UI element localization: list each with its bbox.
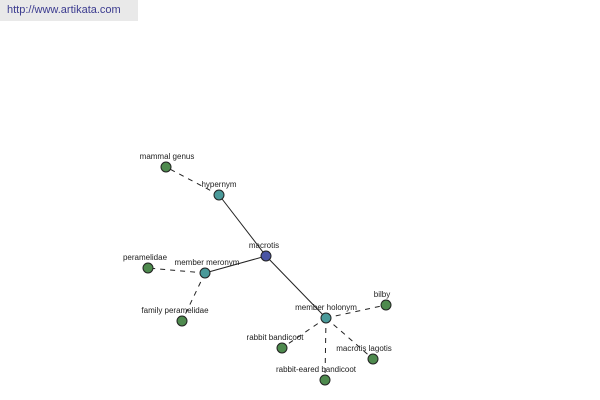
nodes-layer [142, 161, 392, 386]
node-label-member-holonym: member holonym [295, 303, 357, 312]
node-label-macrotis-lagotis: macrotis lagotis [336, 344, 392, 353]
node-hypernym[interactable] [213, 189, 225, 201]
node-label-rabbit-eared-bandicoot: rabbit-eared bandicoot [276, 365, 357, 374]
labels-layer: macrotis hypernym member meronym member hol… [123, 152, 392, 374]
node-label-family-peramelidae: family peramelidae [141, 306, 209, 315]
node-label-peramelidae: peramelidae [123, 253, 168, 262]
edge-macrotis-to-member-holonym [265, 255, 327, 319]
edge-member-holonym-to-rabbit-eared-bandicoot [324, 317, 327, 381]
node-peramelidae[interactable] [142, 262, 154, 274]
edge-member-holonym-to-macrotis-lagotis [325, 317, 374, 360]
node-member-meronym[interactable] [199, 267, 211, 279]
node-bilby[interactable] [380, 299, 392, 311]
edge-macrotis-to-hypernym [218, 194, 267, 257]
node-label-bilby: bilby [374, 290, 390, 299]
edges-layer [147, 166, 387, 381]
node-mammal-genus[interactable] [160, 161, 172, 173]
node-macrotis[interactable] [260, 250, 272, 262]
node-rabbit-bandicoot[interactable] [276, 342, 288, 354]
edge-member-holonym-to-bilby [325, 304, 387, 319]
node-rabbit-eared-bandicoot[interactable] [319, 374, 331, 386]
node-label-member-meronym: member meronym [175, 258, 240, 267]
node-label-rabbit-bandicoot: rabbit bandicoot [247, 333, 305, 342]
edge-macrotis-to-member-meronym [204, 255, 267, 274]
edge-member-meronym-to-family-peramelidae [181, 272, 206, 322]
node-label-mammal-genus: mammal genus [140, 152, 195, 161]
url-link[interactable]: http://www.artikata.com [0, 0, 138, 21]
node-macrotis-lagotis[interactable] [367, 353, 379, 365]
edge-member-meronym-to-peramelidae [147, 267, 206, 274]
node-family-peramelidae[interactable] [176, 315, 188, 327]
node-label-macrotis: macrotis [249, 241, 279, 250]
node-member-holonym[interactable] [320, 312, 332, 324]
node-label-hypernym: hypernym [201, 180, 236, 189]
edge-member-holonym-to-rabbit-bandicoot [281, 317, 327, 349]
